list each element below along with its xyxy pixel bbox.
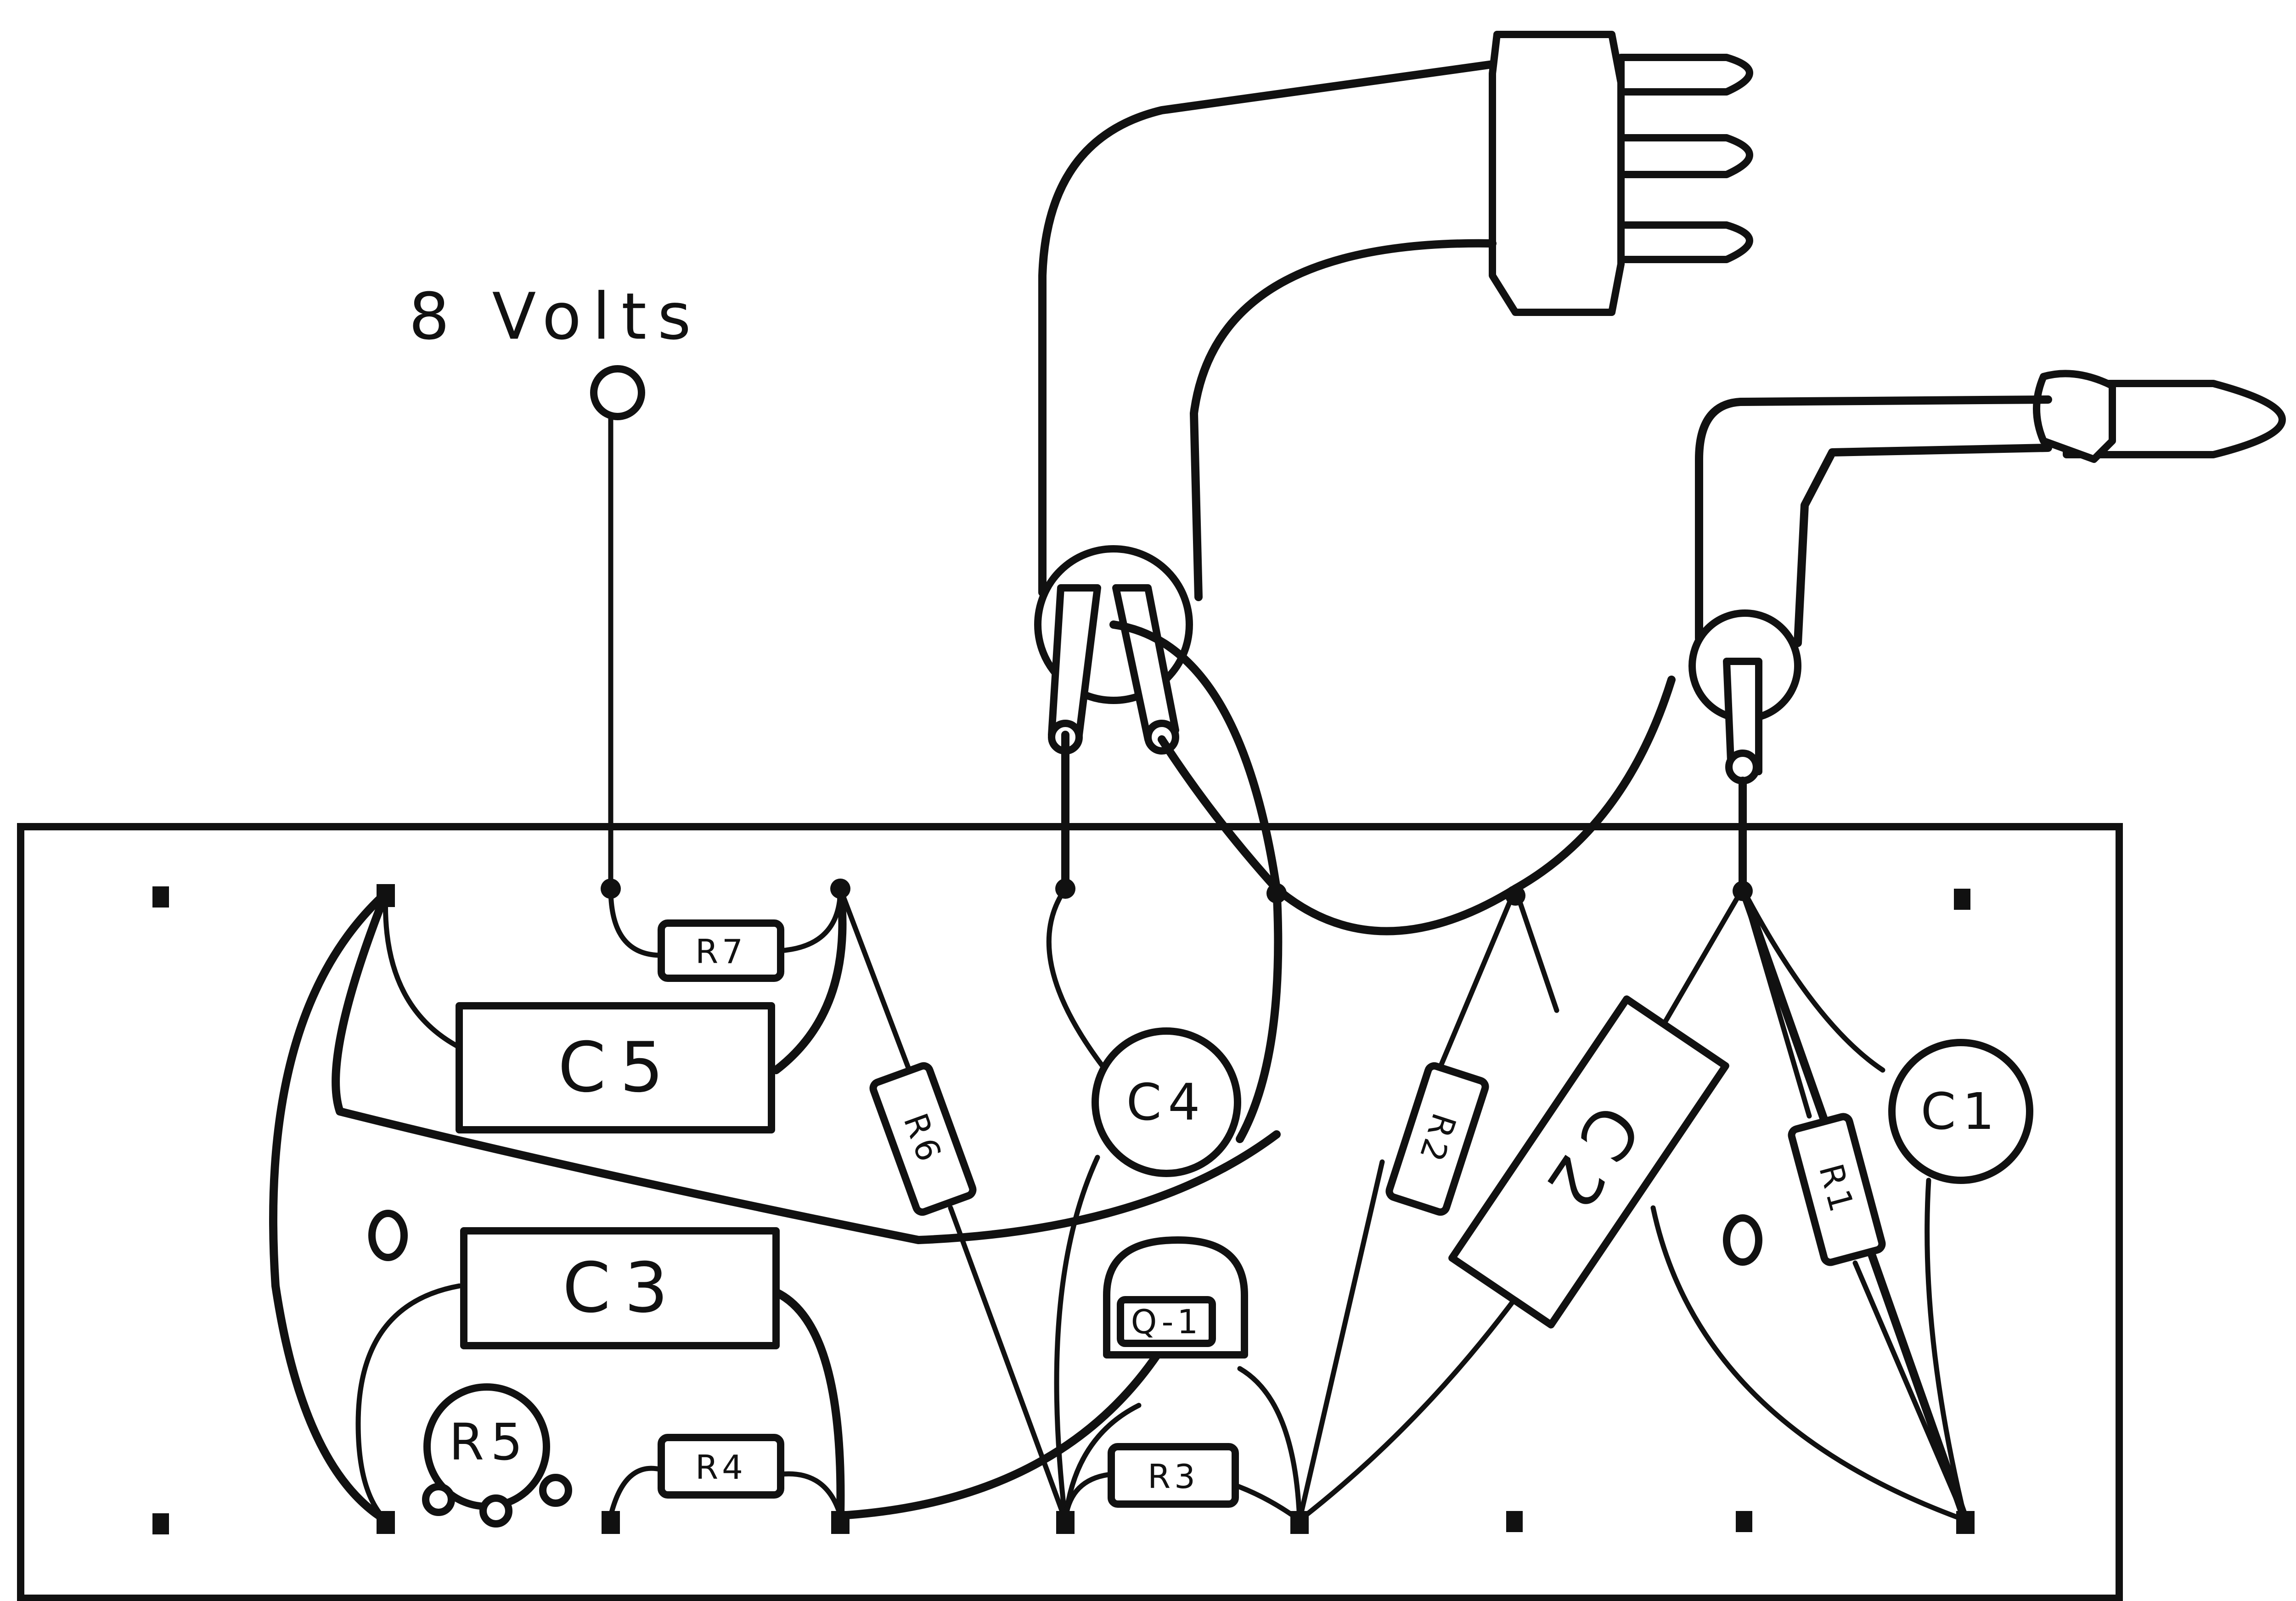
c1-capacitor: C1 [1888,1039,2033,1184]
c1-label: C1 [1921,1082,2001,1141]
phono-cable-end [1688,609,1801,784]
r4-label: R4 [695,1448,747,1487]
q1-label: Q-1 [1131,1302,1202,1341]
c3-capacitor: C3 [460,1227,780,1349]
phono-plug [2033,370,2286,463]
c4-label: C4 [1126,1073,1207,1132]
cable-3prong-b [1190,239,1497,601]
board-mounting-holes [152,886,1970,1534]
c3-label: C3 [563,1248,682,1328]
q1-transistor: Q-1 [1103,1236,1248,1359]
supply-terminal [590,365,645,420]
supply-voltage-label: 8 Volts [409,280,702,355]
r7-resistor: R7 [658,919,784,982]
r1-resistor: R1 [1788,1113,1886,1266]
c2-capacitor: C2 [1448,995,1729,1329]
solder-points [377,879,1975,1534]
cable-phono-b [1794,444,2052,647]
c4-capacitor: C4 [1092,1027,1241,1177]
circuit-board [17,823,2123,1601]
r4-resistor: R4 [658,1434,784,1499]
three-prong-plug [1489,31,1753,316]
r3-label: R3 [1148,1457,1199,1496]
c5-capacitor: C5 [456,1002,775,1133]
r7-label: R7 [695,932,747,971]
cable-phono-a [1695,395,2052,643]
r5-label: R5 [449,1413,529,1471]
c5-label: C5 [558,1028,677,1108]
r6-resistor: R6 [869,1062,977,1216]
r5-potentiometer: R5 [422,1383,572,1528]
cable-3prong-a [1038,60,1497,597]
r2-resistor: R2 [1385,1062,1489,1216]
r3-resistor: R3 [1108,1443,1239,1508]
